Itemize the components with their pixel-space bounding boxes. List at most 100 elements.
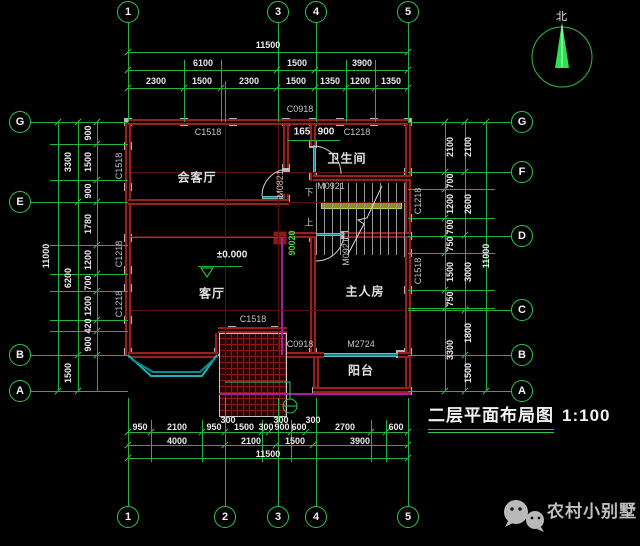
grid-line-green xyxy=(50,245,128,246)
grid-line-green xyxy=(151,420,152,462)
grid-line-green xyxy=(31,122,128,123)
dim-label: 950 xyxy=(206,422,222,432)
grid-line-red xyxy=(131,236,283,237)
dim-label: 1500 xyxy=(445,261,455,283)
dim-label: 750 xyxy=(445,291,455,307)
window-label-c1518-left: C1518 xyxy=(114,152,124,180)
dim-165: 165 xyxy=(293,126,311,138)
dim-label: 1500 xyxy=(63,362,73,384)
grid-line-green xyxy=(408,218,495,219)
dim-label: 4000 xyxy=(166,436,188,446)
wall xyxy=(125,122,131,355)
grid-line-green xyxy=(128,70,408,71)
door-label-m0821: M0821 xyxy=(275,170,285,198)
grid-line-green xyxy=(202,420,203,462)
wechat-icon xyxy=(504,500,544,532)
grid-line-green xyxy=(278,398,279,506)
dim-label: 1500 xyxy=(233,422,255,432)
column-block xyxy=(282,164,290,172)
dim-label: 600 xyxy=(291,422,307,432)
grid-line-green xyxy=(408,355,511,356)
window-label-c1218-right: C1218 xyxy=(413,187,423,215)
dim-label: 2600 xyxy=(463,193,473,215)
wall xyxy=(283,194,289,202)
grid-line-green xyxy=(386,420,387,462)
stair-break-line xyxy=(347,185,383,255)
wall xyxy=(310,238,316,355)
grid-line-green xyxy=(128,458,408,459)
door-leaf xyxy=(262,196,289,199)
window-label-c1218-left2: C1218 xyxy=(114,290,124,318)
window-label-c1518-right: C1518 xyxy=(413,257,423,285)
grid-line-green xyxy=(225,398,226,506)
grid-bubble: B xyxy=(9,344,31,366)
dim-label: 300 xyxy=(258,422,274,432)
door-label-m0921-bath: M0921 xyxy=(317,181,345,191)
grid-line-green xyxy=(408,253,495,254)
grid-line-green xyxy=(50,291,128,292)
dim-label: 700 xyxy=(445,173,455,189)
compass-north-label: 北 xyxy=(556,11,567,23)
wall xyxy=(275,352,316,358)
grid-line-green xyxy=(50,331,128,332)
dim-label: 11000 xyxy=(41,243,51,269)
wall xyxy=(405,122,411,391)
wall xyxy=(128,199,289,205)
grid-line-red xyxy=(225,358,226,392)
grid-line-green xyxy=(128,398,129,506)
dim-label: 1200 xyxy=(445,193,455,215)
grid-bubble: 5 xyxy=(397,506,419,528)
door-arc-m0921-master xyxy=(315,232,345,262)
dim-label: 300 xyxy=(273,415,289,425)
dim-label: 11500 xyxy=(255,40,281,50)
room-label-living: 客厅 xyxy=(198,286,226,301)
grid-line-green xyxy=(128,445,408,446)
window-label-c1218-left1: C1218 xyxy=(114,240,124,268)
room-label-balcony: 阳台 xyxy=(347,363,375,378)
grid-line-green xyxy=(316,398,317,506)
dim-label: 11000 xyxy=(481,243,491,269)
watermark: 农村小别墅 xyxy=(497,497,637,522)
wall xyxy=(289,232,316,238)
dim-label: 700 xyxy=(445,219,455,235)
dim-900: 900 xyxy=(317,126,335,138)
grid-bubble: 5 xyxy=(397,1,419,23)
dim-label: 1500 xyxy=(285,76,307,86)
grid-line-red xyxy=(278,125,279,352)
wall xyxy=(128,119,408,125)
grid-line-green xyxy=(31,202,128,203)
grid-bubble: 1 xyxy=(117,1,139,23)
dim-label: 3300 xyxy=(445,339,455,361)
grid-line-green xyxy=(408,236,511,237)
grid-line-green xyxy=(221,60,222,122)
grid-line-green xyxy=(50,144,128,145)
grid-line-green xyxy=(198,266,242,267)
grid-line-green xyxy=(287,140,340,141)
grid-line-red xyxy=(131,310,405,311)
dim-label: 1350 xyxy=(380,76,402,86)
rain-pipe-leader xyxy=(225,381,291,399)
dim-label: 3300 xyxy=(63,151,73,173)
dim-label: 6100 xyxy=(192,58,214,68)
beam-line xyxy=(281,238,283,355)
wall xyxy=(283,122,289,168)
bay-window-inner xyxy=(130,358,215,373)
dim-label: 1500 xyxy=(463,362,473,384)
dim-label: 1500 xyxy=(191,76,213,86)
grid-bubble: E xyxy=(9,191,31,213)
grid-line-green xyxy=(31,391,128,392)
grid-line-green xyxy=(50,320,128,321)
room-label-bathroom: 卫生间 xyxy=(327,151,367,166)
grid-line-green xyxy=(408,172,511,173)
dim-label: 900 xyxy=(274,422,290,432)
grid-line-green xyxy=(291,420,292,462)
dim-label: 300 xyxy=(305,415,321,425)
dim-label: 750 xyxy=(445,236,455,252)
door-arc-m0821 xyxy=(261,168,290,197)
grid-bubble: 2 xyxy=(214,506,236,528)
wall xyxy=(316,352,324,358)
grid-line-green xyxy=(128,88,408,89)
grid-line-green xyxy=(408,310,511,311)
